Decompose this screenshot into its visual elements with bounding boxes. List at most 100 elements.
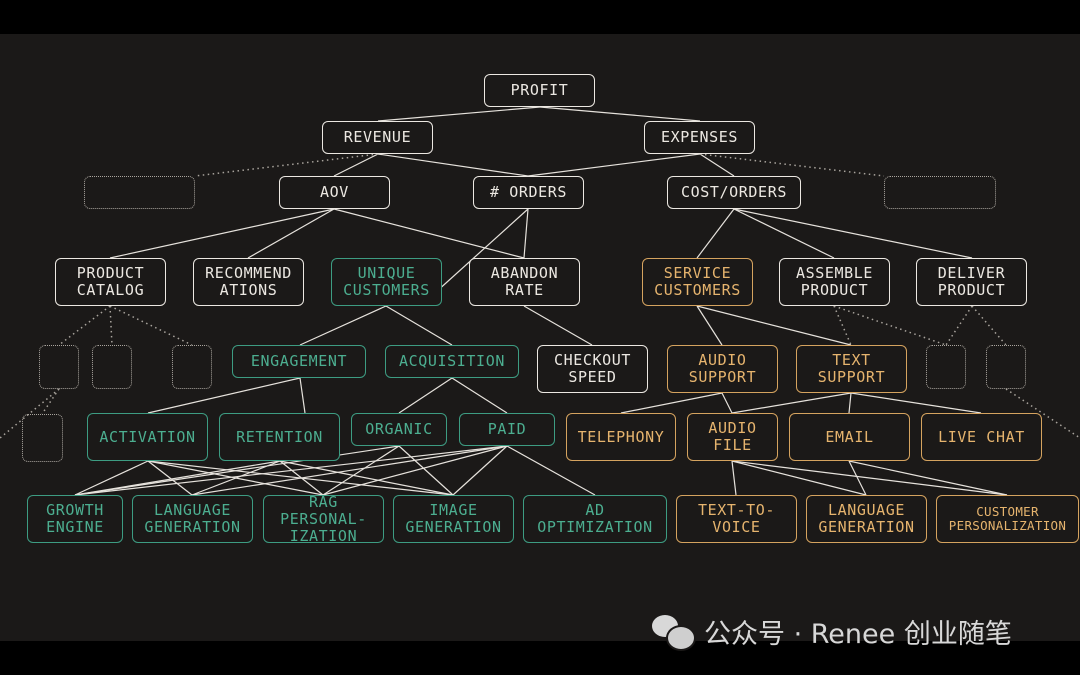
connector-line [699,153,735,177]
node-language-generation-1: LANGUAGE GENERATION [132,495,253,543]
placeholder-box [926,345,966,389]
wechat-icon [652,613,696,651]
connector-line [848,392,852,414]
dotted-connector [109,305,113,346]
connector-line [191,445,508,496]
diagram-canvas: PROFIT REVENUE EXPENSES AOV # ORDERS COS… [0,34,1080,641]
placeholder-box [986,345,1026,389]
node-expenses: EXPENSES [644,121,755,154]
node-orders: # ORDERS [473,176,584,209]
dotted-connector [945,305,973,346]
watermark-text: 公众号 · Renee 创业随笔 [704,618,1012,650]
node-product-catalog: PRODUCT CATALOG [55,258,166,306]
node-paid: PAID [459,413,555,446]
dotted-connector [109,305,193,346]
connector-line [299,305,387,346]
connector-line [731,460,867,496]
placeholder-box [84,176,195,209]
node-activation: ACTIVATION [87,413,208,461]
connector-line [74,445,508,496]
node-image-generation: IMAGE GENERATION [393,495,514,543]
connector-line [147,460,193,496]
connector-line [731,392,852,414]
dotted-connector [971,305,1007,346]
connector-line [385,305,453,346]
connector-line [377,106,541,122]
connector-line [731,460,1008,496]
watermark: 公众号 · Renee 创业随笔 [652,610,1012,652]
node-language-generation-2: LANGUAGE GENERATION [806,495,927,543]
node-service-customers: SERVICE CUSTOMERS [642,258,753,306]
node-live-chat: LIVE CHAT [921,413,1042,461]
connector-line [523,305,593,346]
node-rag-personalization: RAG PERSONAL- IZATION [263,493,384,544]
node-text-to-voice: TEXT-TO- VOICE [676,495,797,543]
connector-line [523,208,529,259]
connector-line [696,305,852,346]
connector-line [721,392,733,414]
connector-line [527,153,701,177]
connector-line [848,460,867,496]
node-audio-file: AUDIO FILE [687,413,778,461]
connector-line [398,445,454,496]
node-email: EMAIL [789,413,910,461]
connector-line [377,153,529,177]
connector-line [696,208,735,259]
dotted-connector [833,305,852,346]
diagram-edges [0,106,1080,496]
connector-line [333,208,525,259]
placeholder-box [884,176,996,209]
placeholder-box [172,345,212,389]
placeholder-box [22,414,63,462]
connector-line [147,377,301,414]
node-revenue: REVENUE [322,121,433,154]
node-text-support: TEXT SUPPORT [796,345,907,393]
node-checkout-speed: CHECKOUT SPEED [537,345,648,393]
connector-line [733,208,835,259]
connector-line [279,460,454,496]
node-ad-optimization: AD OPTIMIZATION [523,495,667,543]
node-aov: AOV [279,176,390,209]
connector-line [733,208,973,259]
node-customer-personalization: CUSTOMER PERSONALIZATION [936,495,1079,543]
node-cost-orders: COST/ORDERS [667,176,801,209]
node-unique-customers: UNIQUE CUSTOMERS [331,258,442,306]
connector-line [74,445,400,496]
node-organic: ORGANIC [351,413,447,446]
node-retention: RETENTION [219,413,340,461]
dotted-connector [41,388,60,415]
connector-line [620,392,723,414]
placeholder-box [39,345,79,389]
connector-line [299,377,306,414]
connector-line [247,208,335,259]
dotted-connector [58,305,111,346]
node-deliver-product: DELIVER PRODUCT [916,258,1027,306]
node-profit: PROFIT [484,74,595,107]
connector-line [696,305,723,346]
node-assemble-product: ASSEMBLE PRODUCT [779,258,890,306]
connector-line [322,445,400,496]
node-growth-engine: GROWTH ENGINE [27,495,123,543]
connector-line [452,445,508,496]
node-engagement: ENGAGEMENT [232,345,366,378]
node-audio-support: AUDIO SUPPORT [667,345,778,393]
connector-line [333,153,379,177]
dotted-connector [194,153,379,177]
dotted-connector [699,153,885,177]
connector-line [539,106,701,122]
connector-line [848,460,1008,496]
node-telephony: TELEPHONY [566,413,676,461]
node-abandon-rate: ABANDON RATE [469,258,580,306]
connector-line [506,445,596,496]
connector-line [731,460,737,496]
connector-line [850,392,982,414]
connector-line [74,460,149,496]
placeholder-box [92,345,132,389]
node-acquisition: ACQUISITION [385,345,519,378]
connector-line [451,377,508,414]
connector-line [322,445,508,496]
connector-line [109,208,335,259]
connector-line [435,208,529,293]
node-recommendations: RECOMMEND ATIONS [193,258,304,306]
dotted-connector [833,305,947,346]
